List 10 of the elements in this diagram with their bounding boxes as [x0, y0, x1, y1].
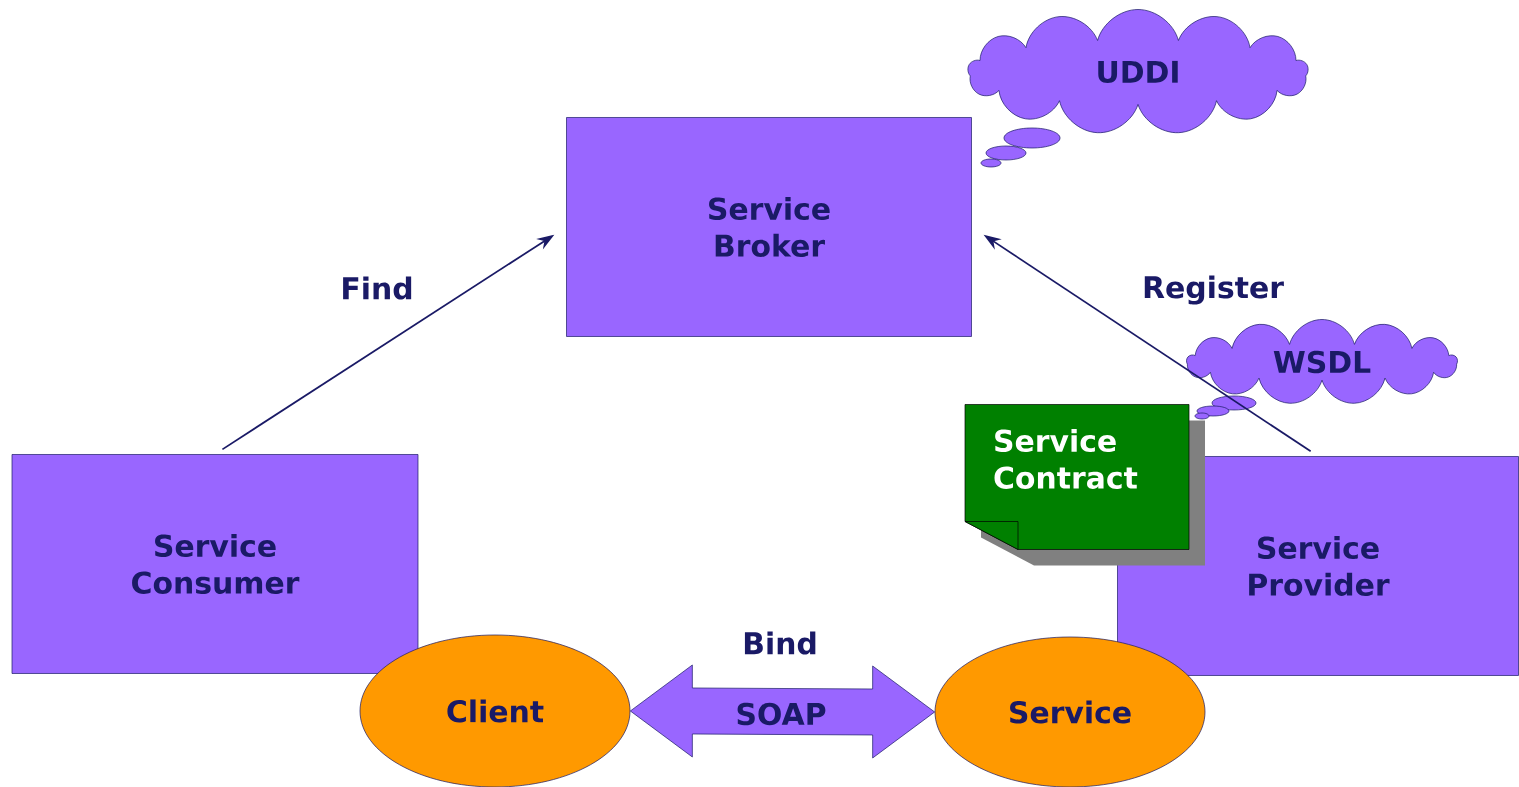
edge-label: Find: [343, 276, 412, 300]
service-box: Service Broker: [566, 117, 972, 337]
protocol-label: SOAP: [737, 702, 826, 726]
thought-cloud: WSDL: [1186, 319, 1458, 420]
edge-label: Bind: [744, 631, 816, 655]
service-box: Service Consumer: [11, 454, 419, 674]
contract-note: Service Contract: [964, 404, 1205, 566]
block-arrow: [630, 664, 935, 759]
edge-label: Register: [1144, 275, 1284, 305]
thought-cloud: UDDI: [967, 9, 1309, 168]
